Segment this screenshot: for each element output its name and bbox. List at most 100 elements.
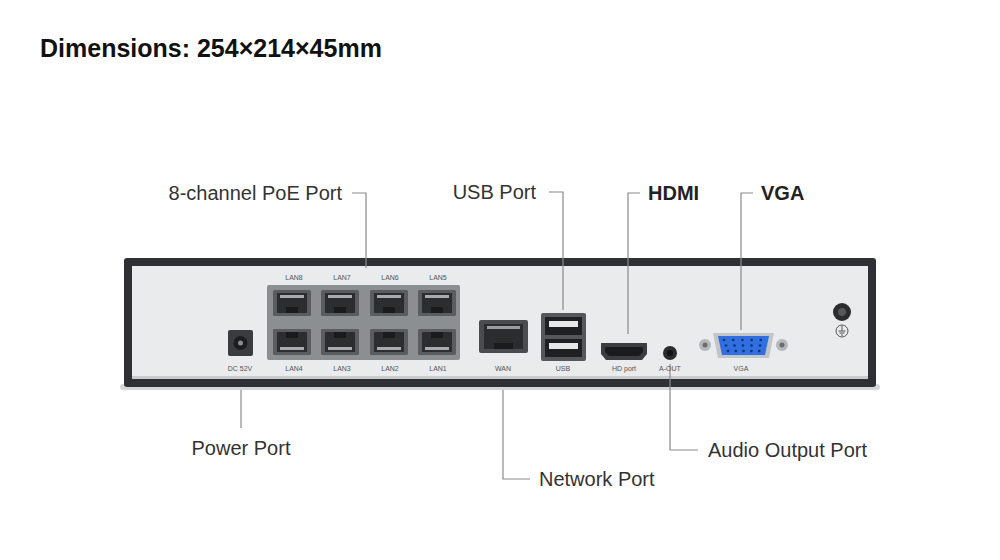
rj45-port bbox=[328, 295, 352, 298]
wan-port bbox=[487, 326, 520, 329]
usb-port bbox=[545, 317, 582, 335]
rj45-port bbox=[273, 290, 456, 355]
vga-port bbox=[699, 333, 788, 358]
rj45-port bbox=[370, 290, 408, 316]
leader-line bbox=[240, 390, 241, 428]
vga-port bbox=[703, 343, 708, 348]
rj45-port bbox=[422, 332, 452, 352]
callout-label: Network Port bbox=[539, 468, 655, 491]
callout-label: Audio Output Port bbox=[708, 439, 867, 462]
vga-port bbox=[718, 336, 769, 355]
rj45-port bbox=[425, 295, 449, 298]
rj45-port bbox=[334, 332, 346, 338]
rj45-port bbox=[277, 332, 307, 352]
vga-pin bbox=[725, 344, 728, 347]
rj45-port bbox=[422, 293, 452, 313]
vga-pin bbox=[727, 350, 730, 353]
nvr-housing bbox=[120, 258, 880, 390]
rj45-port bbox=[334, 307, 346, 313]
vga-pin bbox=[732, 339, 735, 342]
wan-port bbox=[484, 324, 523, 349]
power-jack bbox=[238, 341, 243, 346]
vga-port bbox=[713, 333, 774, 358]
port-label: LAN4 bbox=[285, 365, 303, 373]
callout-label: VGA bbox=[761, 182, 804, 205]
rj45-port bbox=[273, 329, 311, 355]
port-label: DC 52V bbox=[228, 365, 253, 373]
rj45-port bbox=[321, 290, 359, 316]
usb-port bbox=[541, 313, 586, 361]
vga-pin bbox=[733, 344, 736, 347]
rj45-port bbox=[286, 307, 298, 313]
power-jack bbox=[234, 336, 248, 350]
usb-port bbox=[545, 339, 582, 357]
rj45-port bbox=[418, 290, 456, 316]
leader-line bbox=[503, 390, 530, 479]
leader-line bbox=[549, 192, 563, 310]
leader-line bbox=[628, 193, 640, 334]
vga-port bbox=[776, 339, 788, 351]
callout-label: 8-channel PoE Port bbox=[169, 182, 342, 205]
rj45-port bbox=[374, 293, 404, 313]
vga-pin bbox=[750, 344, 753, 347]
leader-line bbox=[741, 193, 753, 330]
vga-pin bbox=[760, 339, 763, 342]
rj45-port bbox=[280, 295, 304, 298]
rj45-port bbox=[325, 293, 355, 313]
vga-pin bbox=[741, 339, 744, 342]
rj45-port bbox=[431, 307, 443, 313]
audio-jack bbox=[667, 350, 673, 356]
port-label: LAN3 bbox=[333, 365, 351, 373]
callout-label: USB Port bbox=[453, 181, 536, 204]
port-label: A-OUT bbox=[659, 365, 681, 373]
vga-port bbox=[699, 339, 711, 351]
port-label: VGA bbox=[734, 365, 749, 373]
vga-pin bbox=[742, 344, 745, 347]
port-label: WAN bbox=[495, 365, 511, 373]
rj45-port bbox=[286, 332, 298, 338]
ground-screw bbox=[838, 308, 846, 316]
rj45-port bbox=[321, 329, 359, 355]
rj45-port bbox=[280, 347, 304, 350]
audio-jack bbox=[663, 346, 677, 360]
rj45-port bbox=[383, 332, 395, 338]
vga-pin bbox=[723, 339, 762, 353]
rj45-port bbox=[418, 329, 456, 355]
vga-pin bbox=[758, 350, 761, 353]
wan-port bbox=[479, 320, 528, 353]
port-label: LAN7 bbox=[333, 274, 351, 282]
rj45-port bbox=[377, 295, 401, 298]
poe-port-block bbox=[267, 285, 460, 360]
usb-port bbox=[549, 321, 578, 327]
callout-label: HDMI bbox=[648, 182, 699, 205]
audio-jack bbox=[663, 346, 677, 360]
vga-pin bbox=[742, 350, 745, 353]
nvr-housing bbox=[132, 266, 868, 378]
heading: Dimensions: 254×214×45mm bbox=[40, 34, 382, 63]
rj45-port bbox=[277, 293, 307, 313]
leader-line bbox=[352, 193, 366, 268]
hdmi-port bbox=[601, 343, 647, 360]
leader-line bbox=[241, 192, 753, 479]
port-label: HD port bbox=[612, 365, 636, 373]
vga-pin bbox=[759, 344, 762, 347]
wan-port bbox=[479, 320, 528, 353]
port-label: LAN5 bbox=[429, 274, 447, 282]
rj45-port bbox=[383, 307, 395, 313]
wan-port bbox=[494, 343, 513, 349]
rj45-port bbox=[425, 347, 449, 350]
power-jack bbox=[228, 330, 253, 356]
vga-pin bbox=[750, 339, 753, 342]
ground-screw bbox=[839, 326, 846, 335]
callout-label: Power Port bbox=[192, 437, 291, 460]
port-label: LAN2 bbox=[381, 365, 399, 373]
ground-screw bbox=[836, 325, 848, 337]
hdmi-port bbox=[601, 343, 647, 360]
vga-pin bbox=[723, 339, 726, 342]
port-label: LAN8 bbox=[285, 274, 303, 282]
rj45-port bbox=[273, 290, 311, 316]
rj45-port bbox=[431, 332, 443, 338]
power-jack bbox=[228, 330, 253, 356]
vga-port bbox=[780, 343, 785, 348]
